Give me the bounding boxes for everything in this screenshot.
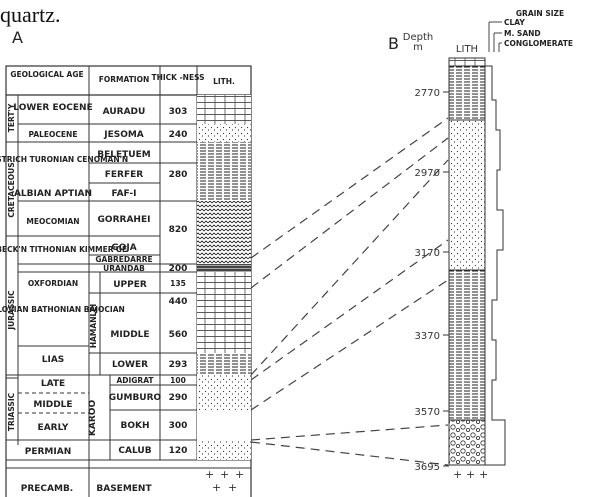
formation-label: FAF-I [111, 189, 136, 199]
depth-tick-label: 2770 [415, 88, 440, 99]
header-formation: FORMATION [99, 75, 150, 84]
formation-label: CALUB [118, 446, 151, 456]
formation-label: GABREDARRE [95, 255, 152, 264]
svg-text:+: + [235, 468, 244, 481]
svg-text:+: + [228, 481, 237, 494]
formation-label: BOKH [120, 421, 149, 431]
age-label: LOWER EOCENE [13, 103, 92, 113]
thickness-value: 560 [169, 330, 188, 340]
group-label-karoo: KAROO [88, 400, 98, 437]
formation-label: AURADU [103, 107, 146, 117]
svg-text:+: + [220, 468, 229, 481]
thickness-value: 200 [169, 264, 188, 274]
formation-label: GOJA [111, 243, 136, 253]
grain-size-m-sand: M. SAND [504, 29, 541, 38]
age-label: MEOCOMIAN [26, 217, 79, 226]
thickness-value: 240 [169, 130, 188, 140]
thickness-value: 300 [169, 421, 188, 431]
thickness-value: 293 [169, 360, 188, 370]
age-label: LIAS [42, 355, 65, 365]
depth-tick-label: 2970 [415, 168, 440, 179]
svg-text:+: + [212, 481, 221, 494]
header-geological-age: GEOLOGICAL AGE [10, 70, 83, 79]
thickness-value: 120 [169, 446, 188, 456]
depth-tick-label: 3695 [415, 462, 440, 473]
svg-text:+: + [205, 468, 214, 481]
grain-size-title: GRAIN SIZE [516, 9, 564, 18]
formation-label: FERFER [105, 170, 144, 180]
svg-text:+: + [479, 468, 488, 481]
formation-label: GORRAHEI [98, 215, 151, 225]
age-label: OXFORDIAN [28, 279, 78, 288]
panel-a-table: GEOLOGICAL AGE FORMATION THICK -NESS LIT… [0, 66, 251, 497]
age-label: MIDDLE [33, 400, 72, 410]
depth-tick-label: 3570 [415, 407, 440, 418]
formation-label: UPPER [113, 280, 147, 290]
age-label: CALLOVIAN BATHONIAN BAJOCIAN [0, 305, 125, 314]
depth-unit: m [413, 42, 423, 53]
depth-tick-label: 3370 [415, 331, 440, 342]
age-label: PURBECK'N TITHONIAN KIMMER'GE [0, 245, 127, 254]
formation-label: BELETUEM [97, 150, 150, 160]
formation-label: GUMBURO [109, 393, 162, 403]
age-label: LATE [41, 379, 65, 389]
thickness-value: 820 [169, 225, 188, 235]
age-label: ALBIAN APTIAN [14, 189, 92, 199]
depth-tick-label: 3170 [415, 248, 440, 259]
lith-label: LITH [456, 44, 478, 55]
thickness-value: 290 [169, 393, 188, 403]
period-triassic: TRIASSIC [7, 392, 16, 431]
thickness-value: 303 [169, 107, 188, 117]
formation-label: BASEMENT [96, 484, 152, 494]
formation-label: JESOMA [103, 130, 144, 140]
header-lithology: LITH. [213, 77, 235, 86]
lithology-column-a: + + + + + [197, 95, 251, 494]
thickness-value: 440 [169, 297, 188, 307]
header-thickness: THICK -NESS [151, 73, 204, 82]
panel-b-log: Depth m LITH GRAIN SIZE CLAY M. SAND CON… [403, 9, 573, 481]
formation-label: LOWER [112, 360, 148, 370]
thickness-value: 135 [170, 279, 186, 288]
age-label: EARLY [38, 423, 69, 433]
thickness-value: 280 [169, 170, 188, 180]
svg-text:+: + [453, 468, 462, 481]
age-label: PRECAMB. [21, 484, 73, 494]
formation-label: MIDDLE [110, 330, 149, 340]
formation-label: URANDAB [103, 264, 145, 273]
age-label: PERMIAN [25, 447, 71, 457]
thickness-value: 100 [170, 376, 186, 385]
age-label: PALEOCENE [29, 130, 78, 139]
grain-size-conglomerate: CONGLOMERATE [504, 39, 573, 48]
formation-label: ADIGRAT [116, 376, 154, 385]
grain-size-clay: CLAY [504, 18, 525, 27]
svg-text:+: + [466, 468, 475, 481]
